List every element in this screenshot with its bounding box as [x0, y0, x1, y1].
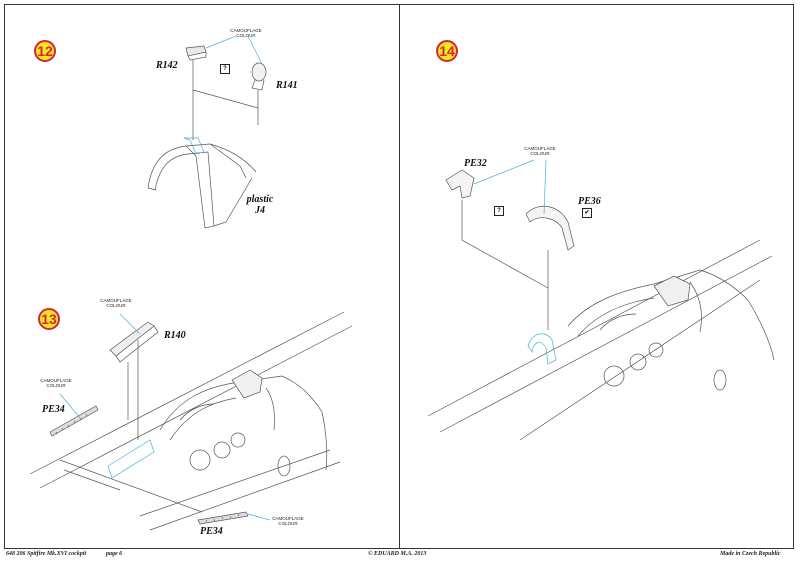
- plastic-label-line1: plastic: [246, 194, 274, 205]
- part-label-r140: R140: [164, 330, 186, 341]
- footer-copyright: © EDUARD M.A. 2013: [368, 551, 427, 557]
- footer: 648 206 Spitfire Mk.XVI cockpit page 6 ©…: [4, 550, 794, 561]
- camouflage-note-14-line2: COLOUR: [530, 151, 550, 156]
- plastic-label-line2: J4: [255, 205, 265, 216]
- footer-product: 648 206 Spitfire Mk.XVI cockpit: [6, 551, 87, 557]
- camouflage-note-12-line1: CAMOUFLAGE: [230, 28, 262, 33]
- camouflage-note-13-pe34-bottom-line2: COLOUR: [278, 521, 298, 526]
- camouflage-note-13-pe34-top-line1: CAMOUFLAGE: [40, 378, 72, 383]
- step-13-badge: 13: [38, 308, 60, 330]
- camouflage-note-13-pe34-top-line2: COLOUR: [46, 383, 66, 388]
- question-icon-12: ?: [220, 64, 230, 74]
- step-12-badge: 12: [34, 40, 56, 62]
- part-label-r142: R142: [156, 60, 178, 71]
- check-icon-14: ✔: [582, 208, 592, 218]
- camouflage-note-13-pe34-top: CAMOUFLAGE COLOUR: [36, 378, 76, 388]
- camouflage-note-12-line2: COLOUR: [236, 33, 256, 38]
- page-divider: [399, 4, 400, 549]
- part-label-r141: R141: [276, 80, 298, 91]
- footer-made-in: Made in Czech Republic: [720, 551, 781, 557]
- camouflage-note-14: CAMOUFLAGE COLOUR: [520, 146, 560, 156]
- camouflage-note-14-line1: CAMOUFLAGE: [524, 146, 556, 151]
- camouflage-note-13-pe34-bottom: CAMOUFLAGE COLOUR: [268, 516, 308, 526]
- part-label-pe36: PE36: [578, 196, 601, 207]
- step-14-badge: 14: [436, 40, 458, 62]
- camouflage-note-13-r140-line2: COLOUR: [106, 303, 126, 308]
- camouflage-note-12: CAMOUFLAGE COLOUR: [226, 28, 266, 38]
- camouflage-note-13-r140: CAMOUFLAGE COLOUR: [96, 298, 136, 308]
- part-label-pe34-bottom: PE34: [200, 526, 223, 537]
- plastic-part-label: plastic J4: [240, 194, 280, 216]
- camouflage-note-13-pe34-bottom-line1: CAMOUFLAGE: [272, 516, 304, 521]
- camouflage-note-13-r140-line1: CAMOUFLAGE: [100, 298, 132, 303]
- part-label-pe34-top: PE34: [42, 404, 65, 415]
- question-icon-14: ?: [494, 206, 504, 216]
- footer-page: page 6: [106, 551, 123, 557]
- part-label-pe32: PE32: [464, 158, 487, 169]
